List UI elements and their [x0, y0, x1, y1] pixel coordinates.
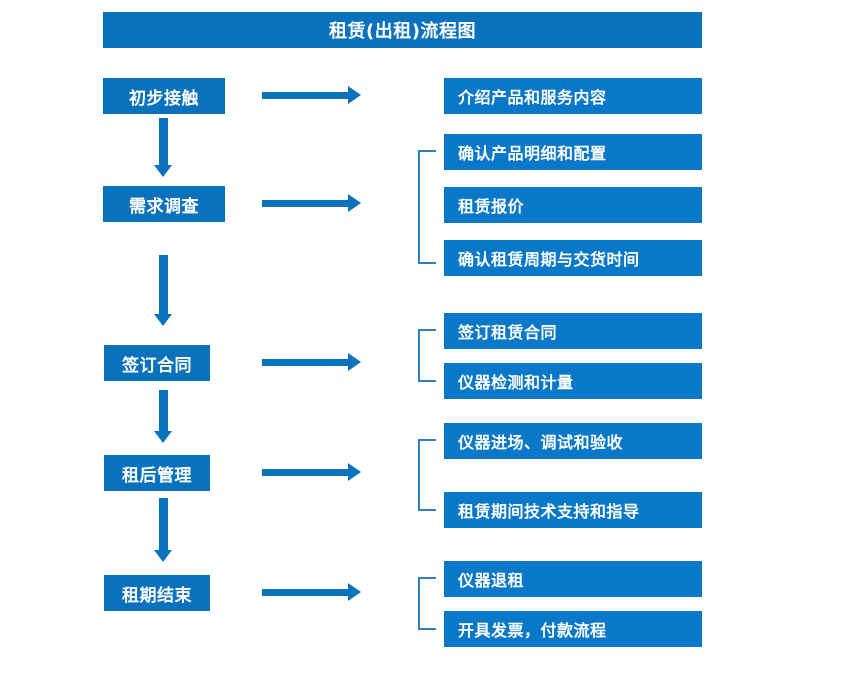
- group-bracket-1: [418, 150, 436, 264]
- arrowhead-down-icon: [154, 550, 172, 562]
- detail-box-8[interactable]: 租赁期间技术支持和指导: [444, 492, 702, 528]
- detail-box-10[interactable]: 开具发票，付款流程: [444, 611, 702, 647]
- detail-box-7[interactable]: 仪器进场、调试和验收: [444, 423, 702, 459]
- stage-box-4[interactable]: 租后管理: [104, 455, 210, 491]
- detail-box-3[interactable]: 租赁报价: [444, 187, 702, 223]
- stage-box-1[interactable]: 初步接触: [103, 78, 225, 114]
- flow-arrow-right-1: [262, 86, 361, 104]
- stage-box-2[interactable]: 需求调查: [103, 186, 225, 222]
- flow-arrow-down-2: [154, 255, 172, 326]
- flow-arrow-down-3: [154, 390, 172, 443]
- detail-box-2[interactable]: 确认产品明细和配置: [444, 134, 702, 170]
- stage-box-3[interactable]: 签订合同: [104, 345, 210, 381]
- group-bracket-2: [418, 329, 436, 382]
- flow-arrow-down-1: [154, 118, 172, 177]
- arrowhead-right-icon: [348, 463, 361, 481]
- arrowhead-right-icon: [348, 583, 361, 601]
- detail-box-6[interactable]: 仪器检测和计量: [444, 363, 702, 399]
- arrowhead-down-icon: [154, 314, 172, 326]
- flow-arrow-right-4: [262, 463, 361, 481]
- group-bracket-3: [418, 439, 436, 511]
- detail-box-9[interactable]: 仪器退租: [444, 561, 702, 597]
- arrowhead-down-icon: [154, 431, 172, 443]
- flow-arrow-down-4: [154, 498, 172, 562]
- stage-box-5[interactable]: 租期结束: [104, 575, 210, 611]
- flow-arrow-right-2: [262, 194, 361, 212]
- detail-box-4[interactable]: 确认租赁周期与交货时间: [444, 240, 702, 276]
- arrowhead-right-icon: [348, 353, 361, 371]
- detail-box-5[interactable]: 签订租赁合同: [444, 313, 702, 349]
- arrowhead-down-icon: [154, 165, 172, 177]
- arrowhead-right-icon: [348, 194, 361, 212]
- flow-arrow-right-5: [262, 583, 361, 601]
- arrowhead-right-icon: [348, 86, 361, 104]
- group-bracket-4: [418, 577, 436, 630]
- detail-box-1[interactable]: 介绍产品和服务内容: [444, 78, 702, 114]
- flow-arrow-right-3: [262, 353, 361, 371]
- diagram-title: 租赁(出租)流程图: [103, 12, 702, 48]
